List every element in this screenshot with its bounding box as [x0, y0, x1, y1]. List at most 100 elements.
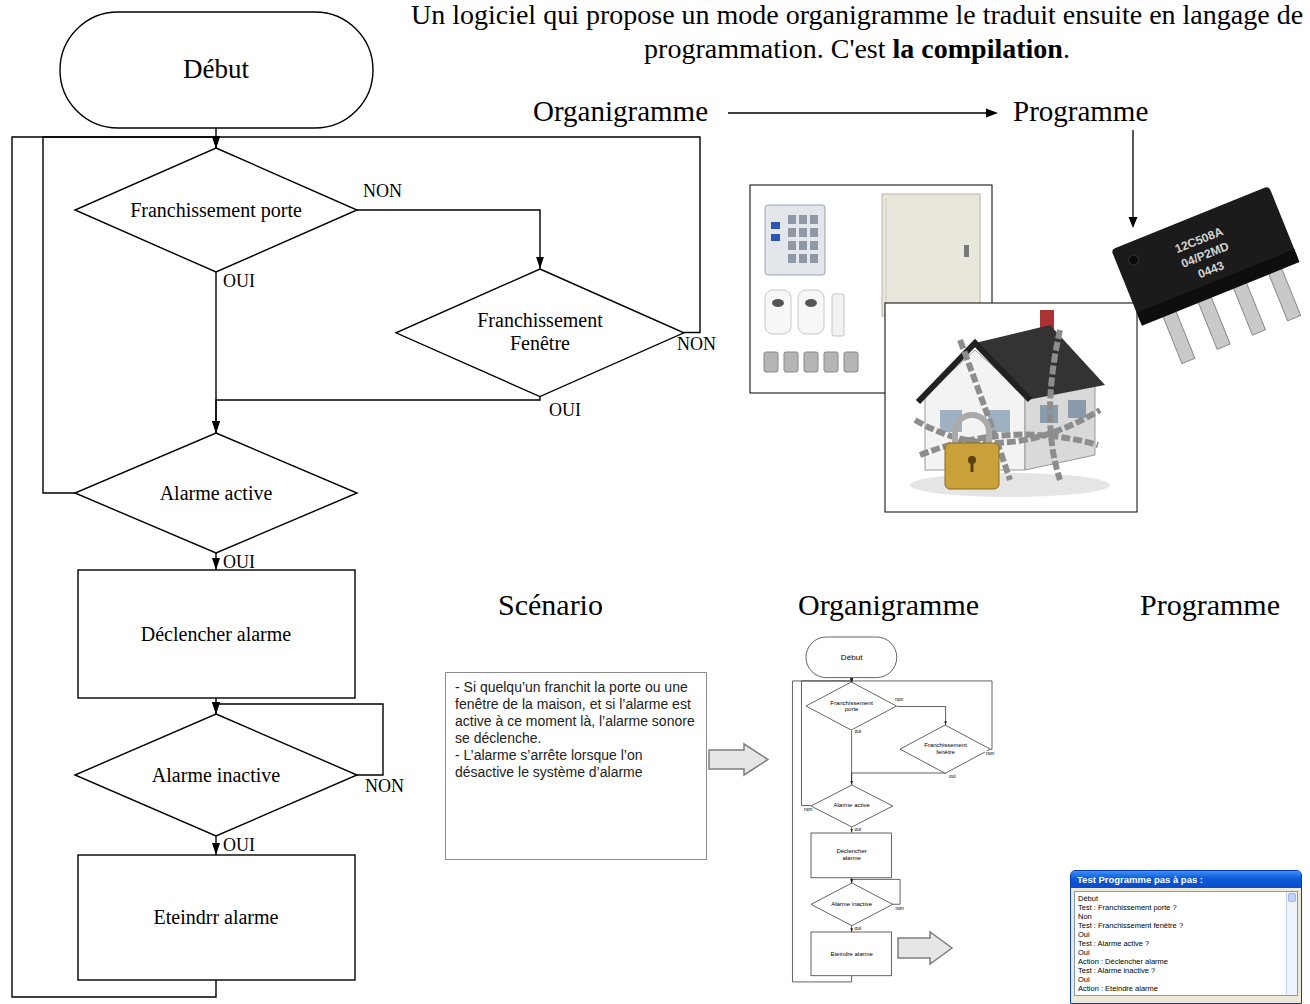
- node-text: Déclencher alarme: [827, 848, 877, 862]
- shape-outline: [396, 269, 684, 397]
- text-holder: Franchissement Fenêtre: [396, 269, 684, 397]
- stage-heading: Programme: [1013, 96, 1148, 128]
- edge-label: non: [985, 751, 995, 756]
- alarm-kit-photo: [886, 198, 887, 312]
- trace-line: Test : Alarme inactive ?: [1078, 966, 1283, 975]
- trace-line: Action : Déclencher alarme: [1078, 957, 1283, 966]
- microcontroller-chip: [1111, 186, 1310, 372]
- text-holder: Alarme active: [160, 482, 273, 505]
- text-holder: Déclencher alarme: [827, 848, 877, 862]
- edge-label: oui: [853, 729, 862, 734]
- text-holder: Début: [806, 637, 897, 678]
- trace-line: Oui: [1078, 948, 1283, 957]
- alarm-kit-photo: [810, 254, 818, 263]
- node-text: Déclencher alarme: [141, 623, 291, 646]
- process-box: Déclencher alarme: [78, 570, 355, 698]
- edge-label: OUI: [222, 555, 256, 569]
- text-holder: Déclencher alarme: [78, 570, 355, 698]
- edge-label: oui: [853, 827, 862, 832]
- edge-label: non: [894, 697, 904, 702]
- compile-arrow: [728, 112, 988, 113]
- node-text: Franchissement Fenêtre: [472, 309, 607, 355]
- block-arrow: [709, 744, 952, 964]
- trace-line: Début: [1078, 894, 1283, 903]
- alarm-kit-photo: [771, 222, 780, 229]
- edge-label: NON: [362, 184, 403, 198]
- node-text: Début: [841, 653, 863, 662]
- node-text: Alarme active: [160, 482, 273, 505]
- connector: [357, 210, 540, 269]
- alarm-kit-photo: [788, 241, 796, 250]
- compile-arrow: [1129, 217, 1138, 228]
- node-text: Eteindrr alarme: [154, 906, 279, 929]
- chained-house-photo: [885, 303, 1137, 512]
- window-body: DébutTest : Franchissement porte ?NonTes…: [1071, 888, 1301, 999]
- microcontroller-chip: [1111, 186, 1299, 324]
- shape-outline: [75, 148, 357, 272]
- scenario-text: - Si quelqu’un franchit la porte ou une …: [455, 679, 697, 747]
- connector-group: [12, 128, 992, 997]
- process-box: Eteindrr alarme: [78, 855, 355, 980]
- shape-outline: [811, 833, 891, 878]
- text-holder: Eteindrr alarme: [78, 855, 355, 980]
- decision-diamond: Alarme inactive: [811, 883, 893, 926]
- alarm-kit-photo: [799, 254, 807, 263]
- connector: [215, 553, 216, 570]
- shape-outline: [78, 570, 355, 698]
- alarm-kit-photo: [799, 228, 807, 237]
- edge-label: oui: [853, 926, 862, 931]
- trace-line: Test : Franchissement porte ?: [1078, 903, 1283, 912]
- process-box: Eteindre alarme: [811, 932, 891, 976]
- alarm-kit-photo: [805, 299, 817, 307]
- microcontroller-chip: [1127, 254, 1140, 267]
- edge-label: non: [895, 906, 905, 911]
- window-titlebar: Test Programme pas à pas :: [1071, 871, 1301, 888]
- text-holder: Alarme active: [75, 433, 357, 553]
- node-text: Début: [183, 54, 249, 85]
- chained-house-photo: [918, 343, 1030, 402]
- trace-list: DébutTest : Franchissement porte ?NonTes…: [1074, 891, 1298, 996]
- chained-house-photo: [955, 415, 989, 445]
- edge-label: OUI: [548, 403, 582, 417]
- trace-line: Test : Franchissement fenêtre ?: [1078, 921, 1283, 930]
- connector: [215, 836, 216, 855]
- text-holder: Déclencher alarme: [811, 833, 891, 878]
- connector: [897, 706, 946, 725]
- chained-house-photo: [945, 443, 999, 489]
- alarm-kit-photo: [799, 241, 807, 250]
- edge-label: non: [803, 807, 813, 812]
- trace-line: Test : Alarme active ?: [1078, 939, 1283, 948]
- alarm-kit-photo: [788, 228, 796, 237]
- shape-outline: [60, 12, 373, 128]
- alarm-kit-photo: [788, 215, 796, 224]
- key-term: la compilation: [893, 33, 1063, 64]
- decision-diamond: Franchissement porte: [806, 682, 897, 730]
- alarm-kit-photo: [824, 352, 838, 372]
- alarm-kit-photo: [771, 234, 780, 241]
- text-holder: Eteindrr alarme: [154, 906, 279, 929]
- connector: [851, 926, 852, 933]
- compile-arrow: [986, 109, 998, 118]
- edge-label: NON: [364, 779, 405, 793]
- shape-outline: [806, 682, 897, 730]
- shape-outline: [78, 855, 355, 980]
- text-holder: Alarme inactive: [75, 714, 357, 836]
- block-arrow: [709, 744, 768, 775]
- alarm-kit-photo: [964, 245, 969, 257]
- text-holder: Franchissement fenêtre: [921, 742, 971, 756]
- trace-line: Oui: [1078, 975, 1283, 984]
- trace-line: Non: [1078, 912, 1283, 921]
- text-holder: Alarme inactive: [152, 764, 280, 787]
- alarm-kit-photo: [804, 352, 818, 372]
- alarm-kit-photo: [764, 352, 778, 372]
- shape-outline: [75, 433, 357, 553]
- edge-label: oui: [948, 774, 957, 779]
- node-text: Alarme inactive: [152, 764, 280, 787]
- chip-marking: 12C508A04/P2MD0443: [1131, 207, 1279, 304]
- text-holder: Franchissement porte: [75, 148, 357, 272]
- edge-label: OUI: [222, 838, 256, 852]
- scrollbar-knob: [1288, 893, 1296, 902]
- connector: [851, 827, 852, 833]
- connector: [216, 396, 540, 433]
- shape-outline: [811, 932, 891, 976]
